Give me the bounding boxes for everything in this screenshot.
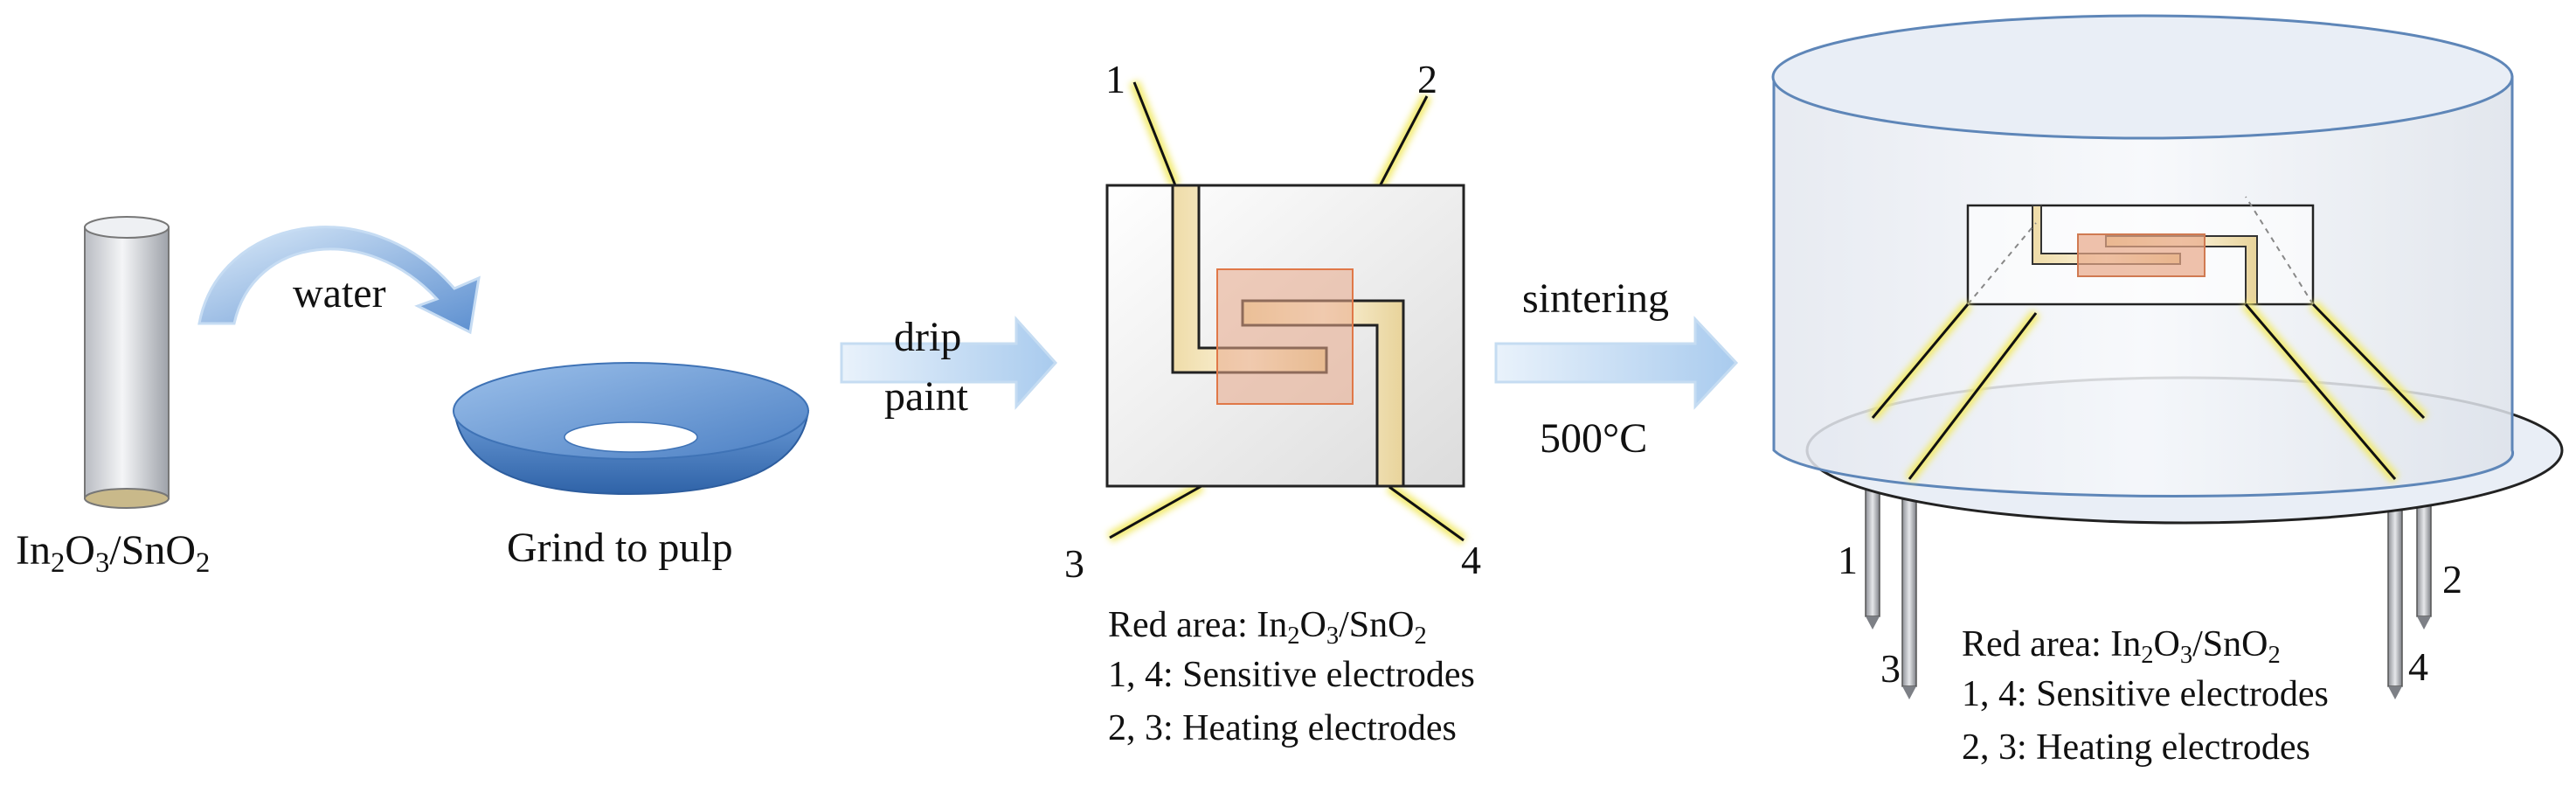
water-curved-arrow	[197, 226, 481, 335]
sensor-pin-2: 2	[2442, 557, 2462, 602]
drip-label: drip	[894, 314, 962, 360]
chip-pin-2: 2	[1417, 57, 1437, 101]
grinding-bowl	[453, 362, 810, 496]
chip-legend-line1: Red area: In2O3/SnO2	[1108, 605, 1427, 650]
chip-legend-line2: 1, 4: Sensitive electrodes	[1108, 655, 1475, 695]
sensor-chip	[1105, 80, 1467, 545]
sensor-legend-line3: 2, 3: Heating electrodes	[1962, 727, 2310, 768]
sensor-legend-line1: Red area: In2O3/SnO2	[1962, 624, 2281, 669]
chip-wires	[1107, 80, 1467, 545]
drip-paint-arrow	[840, 316, 1058, 410]
sensor-legend-line2: 1, 4: Sensitive electrodes	[1962, 674, 2329, 714]
sintering-label: sintering	[1522, 275, 1669, 322]
sintering-arrow	[1494, 316, 1739, 410]
chip-legend-line3: 2, 3: Heating electrodes	[1108, 708, 1457, 748]
chip-pin-1: 1	[1105, 57, 1125, 101]
chip-pin-3: 3	[1064, 541, 1084, 586]
sensor-pin-4: 4	[2408, 644, 2428, 689]
grind-label: Grind to pulp	[507, 525, 733, 571]
material-tube	[84, 216, 170, 509]
sensor-pin-3: 3	[1880, 646, 1901, 691]
material-label: In2O3/SnO2	[16, 527, 211, 580]
chip-pin-4: 4	[1461, 538, 1481, 582]
sensor-pin-1: 1	[1838, 538, 1858, 582]
water-label: water	[293, 270, 386, 316]
sensor-wires	[1868, 300, 2428, 483]
temperature-label: 500°C	[1540, 415, 1648, 462]
packaged-sensor	[1771, 14, 2564, 699]
paint-label: paint	[884, 373, 968, 420]
